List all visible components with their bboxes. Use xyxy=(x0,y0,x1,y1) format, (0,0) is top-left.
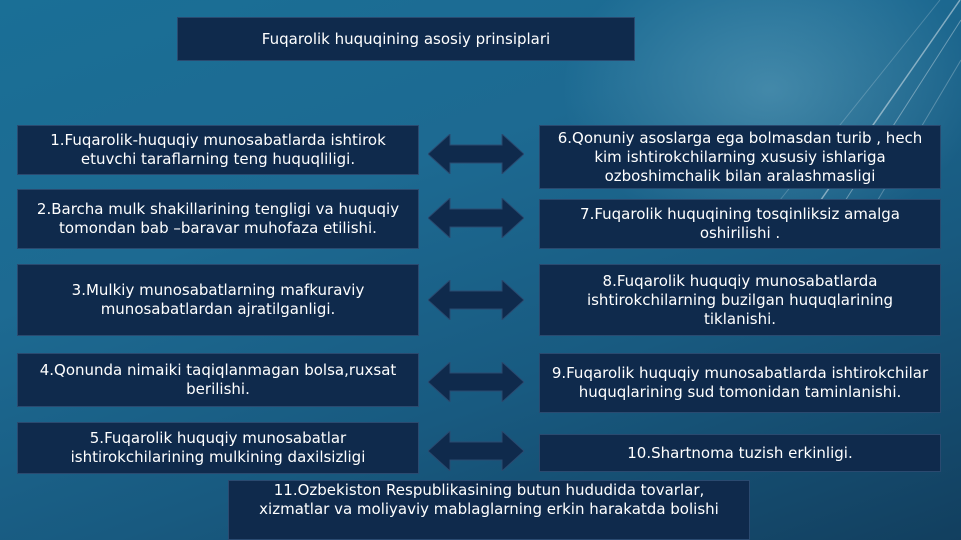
double-arrow-icon xyxy=(428,362,524,402)
principle-box-10: 10.Shartnoma tuzish erkinligi. xyxy=(539,434,941,472)
principle-box-9: 9.Fuqarolik huquqiy munosabatlarda ishti… xyxy=(539,353,941,413)
principle-box-11: 11.Ozbekiston Respublikasining butun hud… xyxy=(228,480,750,540)
principle-box-8: 8.Fuqarolik huquqiy munosabatlarda ishti… xyxy=(539,264,941,336)
principle-box-4: 4.Qonunda nimaiki taqiqlanmagan bolsa,ru… xyxy=(17,353,419,407)
principle-box-2: 2.Barcha mulk shakillarining tengligi va… xyxy=(17,189,419,249)
principle-box-1: 1.Fuqarolik-huquqiy munosabatlarda ishti… xyxy=(17,125,419,175)
double-arrow-icon xyxy=(428,280,524,320)
principle-box-6: 6.Qonuniy asoslarga ega bolmasdan turib … xyxy=(539,125,941,189)
double-arrow-icon xyxy=(428,134,524,174)
double-arrow-icon xyxy=(428,431,524,471)
double-arrow-icon xyxy=(428,198,524,238)
diagram-title: Fuqarolik huquqining asosiy prinsiplari xyxy=(177,17,635,61)
principle-box-3: 3.Mulkiy munosabatlarning mafkuraviy mun… xyxy=(17,264,419,336)
principle-box-7: 7.Fuqarolik huquqining tosqinliksiz amal… xyxy=(539,199,941,249)
principle-box-5: 5.Fuqarolik huquqiy munosabatlar ishtiro… xyxy=(17,422,419,474)
